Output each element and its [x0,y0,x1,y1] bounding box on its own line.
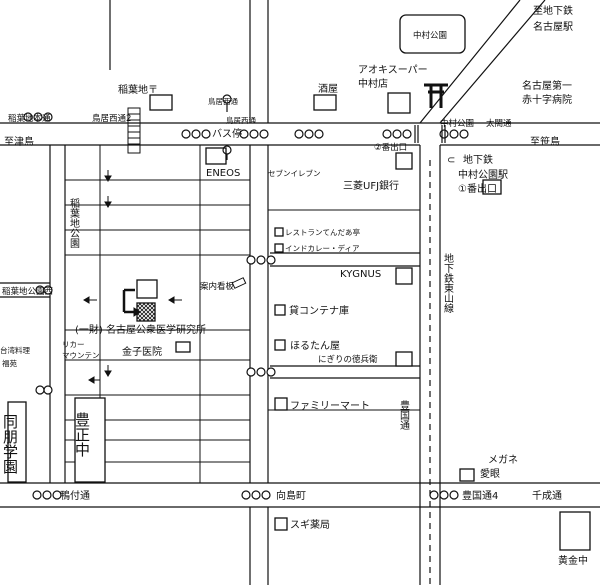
route-arrow [122,288,141,317]
container-label: 貸コンテナ庫 [289,304,349,317]
liquor-label: 酒屋 [318,83,338,95]
street-torii-nishi-top: 鳥居西通 [208,96,238,106]
subway-station-label-1: 地下鉄 [463,153,493,166]
exit1-label: ①番出口 [458,182,497,195]
aoki-super-label: アオキスーパー [358,64,428,76]
toyokuni-4-street: 豊国通4 [462,489,498,502]
block-grid [65,145,420,483]
familymart-label: ファミリーマート [290,401,370,412]
bus-stop-label: バス停 [212,127,242,140]
hosei-jhs-label: 豊正中 [73,412,91,457]
street-inaba-jikoen-nishi: 稲葉地公園西 [2,286,53,297]
mufg-label: 三菱UFJ銀行 [343,179,399,192]
liquor-mountain-label-2: マウンテン [62,351,100,360]
direction-arrows [83,170,182,384]
sengen-street: 千成通 [532,490,562,502]
toyokuni-street-label: 豊国通 [398,399,410,430]
nakamura-park-label: 中村公園 [413,30,447,41]
street-torii-nishi-2: 鳥居西通2 [92,113,131,124]
kygnus-label: KYGNUS [340,269,381,280]
exit2-label: ②番出口 [374,142,407,153]
traffic-signals [23,112,469,500]
nagoya-station-label: 名古屋駅 [533,20,573,33]
taiko-street: 太閤通 [486,118,512,129]
signboard-icon [231,277,247,289]
subway-line-label: 地下鉄東山線 [442,252,454,313]
nakamura-koen-street: 中村公園 [440,118,474,129]
curry-label: インドカレー・ディア [285,243,359,253]
subway-station-label-2: 中村公園駅 [458,168,508,181]
street-inaba-jimoto: 稲葉地本通 [8,113,51,124]
taiwan-restaurant-label-1: 台湾料理 [0,345,30,355]
inaba-jishita-label: 稲葉地〒 [118,83,158,96]
restaurant-label: レストランてんだあ亭 [285,227,360,237]
sugi-pharmacy-label: スギ薬局 [290,519,330,531]
kamotsuke-street: 鴨付通 [60,489,90,502]
mukaijima-street: 向島町 [276,489,306,502]
onigiri-label: にぎりの徳兵衛 [318,354,378,365]
bus-stop-icon [222,94,232,160]
hospital-label-2: 赤十字病院 [522,93,572,106]
inaba-park-label: 稲葉地公園 [68,198,80,249]
glasses-label-2: 愛眼 [480,467,500,480]
taiwan-restaurant-label-2: 福苑 [2,358,17,368]
shitsu-shima-label: 至津島 [4,135,34,148]
seven-eleven-label: セブンイレブン [268,168,321,178]
glasses-label-1: メガネ [488,454,518,466]
crosswalks [414,125,446,143]
stairs-icon [127,107,141,154]
horutan-label: ほるたん屋 [290,340,340,352]
eneos-label: ENEOS [206,168,240,179]
subway-top-label: 至地下鉄 [533,4,573,17]
hospital-label-1: 名古屋第一 [522,79,572,92]
kaneko-clinic-label: 金子医院 [122,345,162,358]
signboard-label: 案内看板 [200,281,235,292]
subway-icon: ⊂ [447,155,455,166]
street-torii-nishi-mid: 鳥居西通 [226,115,256,125]
liquor-mountain-label-1: リカー [62,340,85,349]
torii-icon [424,83,448,108]
ogane-jhs-label: 黄金中 [558,554,588,567]
aoki-branch-label: 中村店 [358,77,388,90]
shi-sasashima-label: 至笹島 [530,135,560,148]
institute-label: (一財) 名古屋公衆医学研究所 [75,323,206,336]
doho-gakuen-label: 同朋学園 [1,414,19,474]
buildings [7,14,591,551]
